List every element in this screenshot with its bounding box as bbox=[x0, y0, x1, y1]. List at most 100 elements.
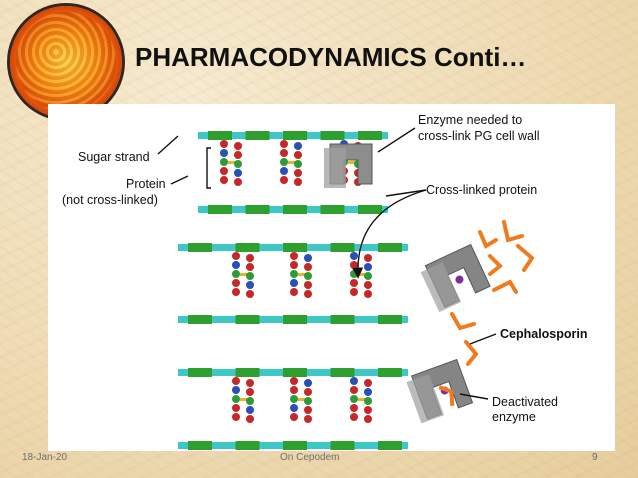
protein-bead bbox=[304, 388, 312, 396]
protein-bead bbox=[290, 413, 298, 421]
sugar-unit bbox=[208, 131, 232, 140]
label-cross-linked-protein: Cross-linked protein bbox=[426, 183, 537, 197]
sugar-unit bbox=[283, 441, 307, 450]
footer-center-text: On Cepodem bbox=[280, 452, 340, 463]
sugar-unit bbox=[188, 243, 212, 252]
protein-bead bbox=[246, 397, 254, 405]
protein-bead bbox=[294, 151, 302, 159]
label-cephalosporin: Cephalosporin bbox=[500, 327, 588, 341]
protein-bead bbox=[246, 379, 254, 387]
protein-bead bbox=[304, 290, 312, 298]
protein-bead bbox=[364, 397, 372, 405]
label-not-cross-linked: (not cross-linked) bbox=[62, 193, 158, 207]
protein-bead bbox=[232, 288, 240, 296]
protein-bead bbox=[350, 270, 358, 278]
protein-bead bbox=[304, 254, 312, 262]
label-protein: Protein bbox=[126, 177, 166, 191]
protein-bead bbox=[246, 388, 254, 396]
peptide-link bbox=[358, 398, 370, 401]
protein-bead bbox=[364, 263, 372, 271]
sugar-unit bbox=[283, 205, 307, 214]
sugar-unit bbox=[235, 243, 260, 252]
sugar-unit bbox=[208, 205, 232, 214]
protein-bead bbox=[350, 261, 358, 269]
protein-bead bbox=[364, 415, 372, 423]
label-sugar-strand: Sugar strand bbox=[78, 150, 150, 164]
protein-bead bbox=[304, 263, 312, 271]
protein-bead bbox=[220, 167, 228, 175]
protein-bead bbox=[364, 281, 372, 289]
enzyme-deactivated bbox=[406, 358, 474, 424]
protein-bead bbox=[304, 397, 312, 405]
protein-bead bbox=[304, 379, 312, 387]
sugar-unit bbox=[330, 368, 355, 377]
label-enzyme-line2: cross-link PG cell wall bbox=[418, 129, 540, 143]
sugar-unit bbox=[330, 243, 355, 252]
protein-bead bbox=[290, 404, 298, 412]
sugar-unit bbox=[330, 315, 355, 324]
protein-bead bbox=[232, 377, 240, 385]
protein-bead bbox=[364, 290, 372, 298]
slide-title: PHARMACODYNAMICS Conti… bbox=[135, 42, 527, 72]
sugar-unit bbox=[378, 368, 402, 377]
sugar-unit bbox=[245, 131, 270, 140]
sugar-unit bbox=[283, 243, 307, 252]
sugar-unit bbox=[245, 205, 270, 214]
protein-bead bbox=[364, 406, 372, 414]
sugar-unit bbox=[283, 368, 307, 377]
protein-bead bbox=[290, 377, 298, 385]
peptide-link bbox=[240, 398, 252, 401]
protein-bead bbox=[220, 176, 228, 184]
peptide-link bbox=[358, 273, 370, 276]
sugar-unit bbox=[330, 441, 355, 450]
protein-bead bbox=[364, 254, 372, 262]
peptide-link bbox=[298, 398, 310, 401]
protein-bead bbox=[232, 261, 240, 269]
sugar-unit bbox=[378, 315, 402, 324]
protein-bead bbox=[246, 290, 254, 298]
protein-bead bbox=[294, 142, 302, 150]
peptide-link bbox=[240, 273, 252, 276]
protein-bead bbox=[304, 406, 312, 414]
sugar-unit bbox=[188, 368, 212, 377]
enzyme-top bbox=[324, 143, 373, 188]
protein-bead bbox=[350, 279, 358, 287]
protein-bead bbox=[232, 404, 240, 412]
protein-bead bbox=[350, 377, 358, 385]
protein-bead bbox=[294, 169, 302, 177]
sugar-unit bbox=[358, 205, 382, 214]
protein-bead bbox=[232, 395, 240, 403]
protein-bead bbox=[350, 288, 358, 296]
protein-bead bbox=[290, 395, 298, 403]
protein-bead bbox=[280, 158, 288, 166]
protein-bead bbox=[294, 178, 302, 186]
peptide-link bbox=[298, 273, 310, 276]
label-enzyme: enzyme bbox=[492, 410, 536, 424]
label-deactivated: Deactivated bbox=[492, 395, 558, 409]
sugar-unit bbox=[235, 368, 260, 377]
protein-bead bbox=[232, 279, 240, 287]
protein-bead bbox=[290, 279, 298, 287]
protein-bead bbox=[290, 252, 298, 260]
enzyme-inhibited bbox=[420, 243, 491, 313]
protein-bead bbox=[246, 415, 254, 423]
protein-bead bbox=[246, 272, 254, 280]
cell-wall-diagram: Sugar strand Protein (not cross-linked) … bbox=[62, 113, 588, 450]
cephalosporin-molecules bbox=[450, 220, 535, 366]
protein-bead bbox=[246, 281, 254, 289]
sugar-unit bbox=[358, 131, 382, 140]
protein-bead bbox=[304, 272, 312, 280]
footer-date: 18-Jan-20 bbox=[22, 452, 68, 463]
protein-bead bbox=[246, 263, 254, 271]
protein-bead bbox=[364, 388, 372, 396]
label-enzyme-line1: Enzyme needed to bbox=[418, 113, 522, 127]
protein-bead bbox=[220, 158, 228, 166]
protein-bead bbox=[350, 252, 358, 260]
sugar-unit bbox=[188, 315, 212, 324]
sugar-unit bbox=[283, 131, 307, 140]
protein-bead bbox=[232, 413, 240, 421]
peptide-link bbox=[288, 161, 300, 164]
protein-bead bbox=[232, 252, 240, 260]
protein-bead bbox=[246, 254, 254, 262]
sugar-unit bbox=[283, 315, 307, 324]
